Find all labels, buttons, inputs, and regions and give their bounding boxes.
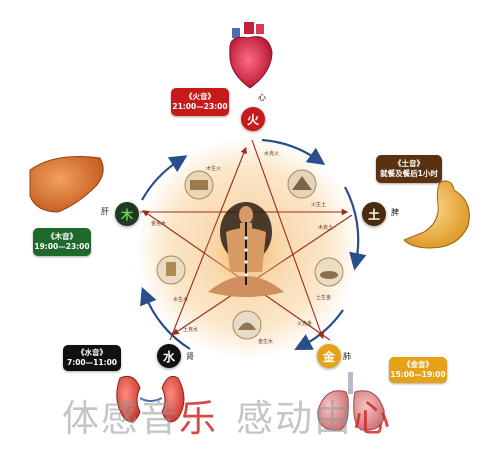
fire-badge-title: 《火音》 xyxy=(185,91,215,101)
generating-cycle-arrows xyxy=(140,138,367,351)
footer-slogan: 体感音乐感动由心 xyxy=(62,388,462,440)
earth-time-badge: 《土音》 就餐及餐后1小时 xyxy=(376,155,442,183)
footer-char: 心 xyxy=(353,397,392,440)
label-earth-metal: 土生金 xyxy=(316,295,332,301)
fire-time-badge: 《火音》 21:00—23:00 xyxy=(171,88,229,116)
heart-label: 心 xyxy=(258,93,266,102)
water-badge-title: 《水音》 xyxy=(77,347,107,357)
fire-element-circle: 火 xyxy=(241,107,265,131)
liver-label: 肝 xyxy=(101,207,109,216)
footer-char: 感 xyxy=(236,397,275,440)
wood-badge-title: 《木音》 xyxy=(47,231,77,241)
label-water-wood: 水生木 xyxy=(173,297,189,303)
footer-char: 感 xyxy=(101,397,140,440)
footer-char: 体 xyxy=(62,397,101,440)
blank-panel xyxy=(318,18,478,62)
water-badge-time: 7:00—11:00 xyxy=(66,358,118,367)
metal-time-badge: 《金音》 15:00—19:00 xyxy=(389,357,447,383)
spleen-label: 脾 xyxy=(391,208,399,217)
label-fire-earth: 火生土 xyxy=(311,202,327,208)
kidney-organ xyxy=(116,375,185,423)
water-time-badge: 《水音》 7:00—11:00 xyxy=(63,345,121,371)
heart-organ xyxy=(229,22,273,89)
footer-char: 乐 xyxy=(179,397,218,440)
meditating-figure xyxy=(202,202,290,297)
label-wood-fire: 木生火 xyxy=(206,166,222,172)
kidney-label: 肾 xyxy=(186,352,194,361)
liver-organ xyxy=(29,156,104,213)
earth-badge-title: 《土音》 xyxy=(394,158,424,168)
label-wood-earth: 木克土 xyxy=(318,225,334,231)
label-fire-metal: 火克金 xyxy=(297,321,313,327)
label-water-fire: 水克火 xyxy=(264,151,280,157)
metal-badge-time: 15:00—19:00 xyxy=(390,370,446,379)
lung-label: 肺 xyxy=(343,352,351,361)
vignette-images xyxy=(156,169,344,340)
stomach-organ xyxy=(403,180,470,249)
metal-badge-title: 《金音》 xyxy=(403,359,433,369)
fire-badge-time: 21:00—23:00 xyxy=(172,102,228,111)
metal-element-circle: 金 xyxy=(317,344,341,368)
earth-badge-time: 就餐及餐后1小时 xyxy=(380,169,438,178)
earth-element-circle: 土 xyxy=(362,202,386,226)
label-metal-water: 金生水 xyxy=(258,339,274,345)
label-earth-water: 土克水 xyxy=(183,327,199,333)
label-metal-wood: 金克木 xyxy=(151,221,167,227)
lung-organ xyxy=(317,372,385,431)
water-element-circle: 水 xyxy=(157,344,181,368)
footer-char: 动 xyxy=(275,397,314,440)
footer-char: 音 xyxy=(140,397,179,440)
footer-char: 由 xyxy=(314,397,353,440)
wood-time-badge: 《木音》 19:00—23:00 xyxy=(33,228,91,256)
wood-element-circle: 木 xyxy=(115,202,139,226)
wood-badge-time: 19:00—23:00 xyxy=(34,242,90,251)
